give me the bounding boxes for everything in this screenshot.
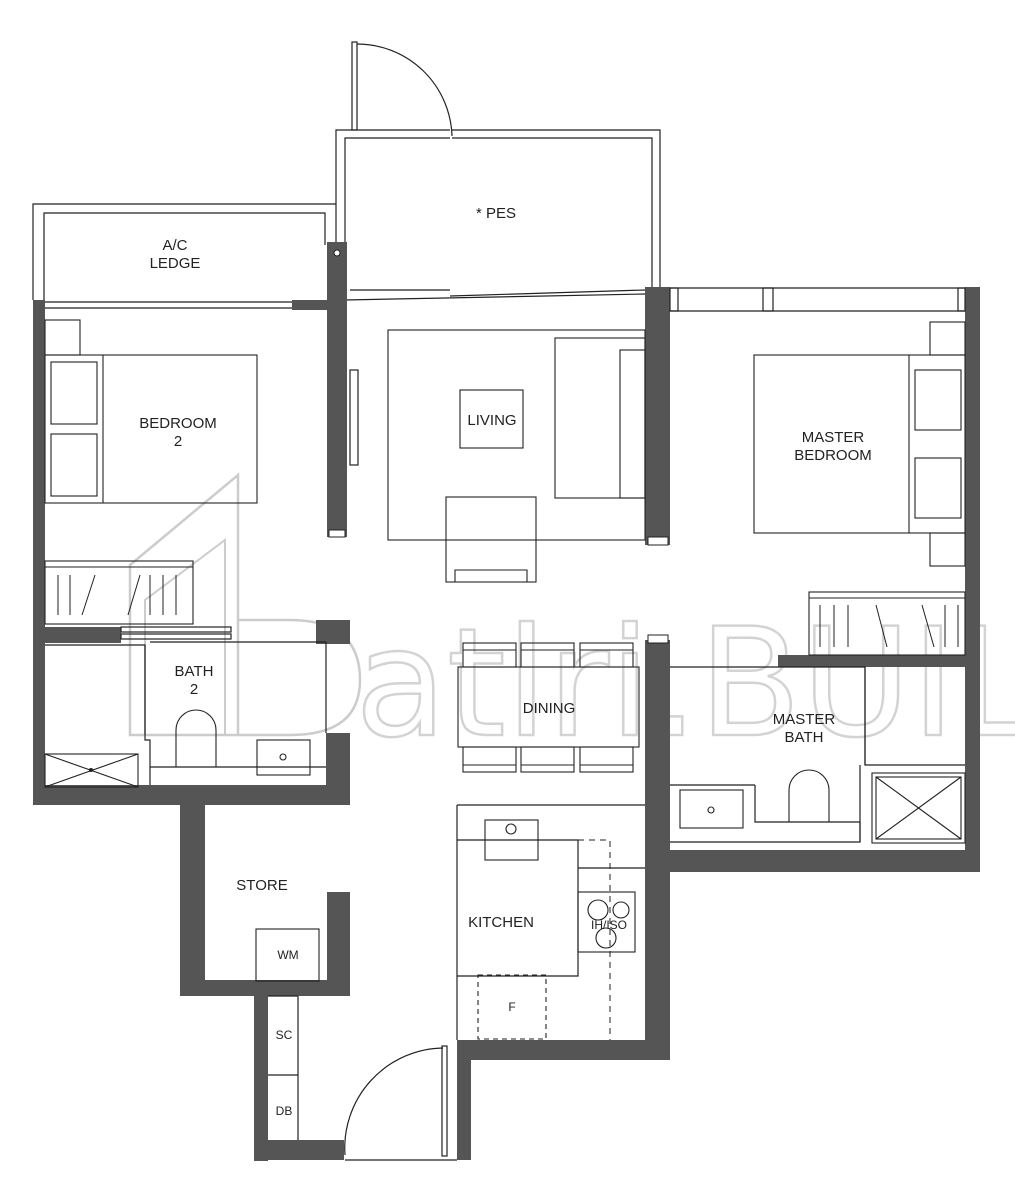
label-bath2-line1: BATH <box>175 663 214 680</box>
entrance-door-swing <box>344 1045 457 1161</box>
label-living: LIVING <box>467 412 516 429</box>
label-dining: DINING <box>523 700 576 717</box>
label-kitchen: KITCHEN <box>468 914 534 931</box>
label-store: STORE <box>236 877 287 894</box>
watermark-text: atlri.BUILD <box>355 597 1015 771</box>
ac-ledge-outline <box>32 203 336 309</box>
label-master-bath-line1: MASTER <box>773 711 836 728</box>
label-ac-ledge-line1: A/C <box>162 237 187 254</box>
label-fridge: F <box>508 1000 515 1014</box>
pes-door-swing <box>351 41 453 137</box>
walls <box>33 242 980 1161</box>
label-master-bedroom-line1: MASTER <box>802 429 865 446</box>
label-bath2-line2: 2 <box>190 681 198 698</box>
label-bedroom2-line1: BEDROOM <box>139 415 217 432</box>
kitchen-dashed-lines <box>457 839 611 1040</box>
label-master-bath-line2: BATH <box>785 729 824 746</box>
label-master-bedroom-line2: BEDROOM <box>794 447 872 464</box>
furniture <box>44 319 966 1040</box>
label-pes: * PES <box>476 205 516 222</box>
label-db: DB <box>276 1104 293 1118</box>
label-sc: SC <box>276 1028 293 1042</box>
interior-lines <box>45 287 966 1140</box>
label-wm: WM <box>277 948 298 962</box>
label-bedroom2-line2: 2 <box>174 433 182 450</box>
label-hob: IH/ISO <box>591 918 627 932</box>
label-ac-ledge-line2: LEDGE <box>150 255 201 272</box>
